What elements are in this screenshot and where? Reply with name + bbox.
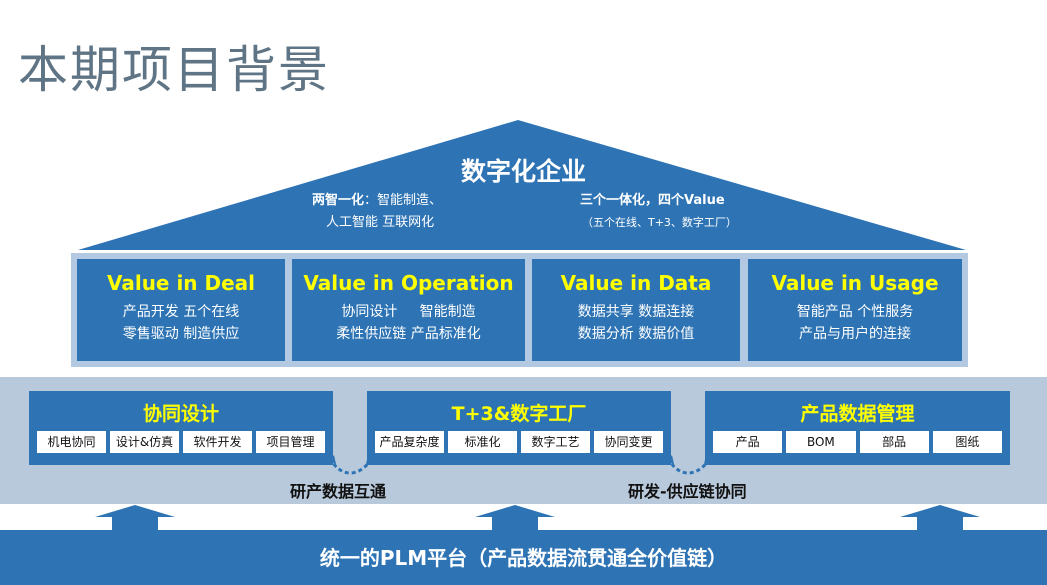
pillar-title: Value in Deal: [106, 271, 256, 295]
up-arrow-right: [900, 505, 980, 530]
group-collaborative-design: 协同设计 机电协同 设计&仿真 软件开发 项目管理: [29, 391, 333, 465]
tag: 设计&仿真: [110, 431, 179, 453]
group-digital-factory: T+3&数字工厂 产品复杂度 标准化 数字工艺 协同变更: [367, 391, 671, 465]
pillar-row2: 产品与用户的连接: [799, 326, 911, 342]
tag: 产品: [713, 431, 783, 453]
plm-platform-bar: 统一的PLM平台（产品数据流贯通全价值链）: [0, 530, 1047, 585]
roof-right-text: 三个一体化，四个Value （五个在线、T+3、数字工厂）: [580, 190, 737, 234]
pillar-row1: 智能产品 个性服务: [796, 304, 914, 320]
roof-right-line1: 三个一体化，四个Value: [580, 193, 725, 208]
connector-curve-left: [328, 457, 374, 475]
group-product-data-management: 产品数据管理 产品 BOM 部品 图纸: [705, 391, 1010, 465]
tag: BOM: [786, 431, 856, 453]
pillar-row: 数据共享 数据连接 数据分析 数据价值: [532, 301, 740, 345]
pillar-row1: 协同设计 智能制造: [341, 304, 476, 320]
roof-shape: [78, 120, 966, 250]
tag: 部品: [859, 431, 929, 453]
tag: 产品复杂度: [375, 431, 444, 453]
group-tags: 产品复杂度 标准化 数字工艺 协同变更: [375, 431, 663, 453]
pillar-row: 产品开发 五个在线 零售驱动 制造供应: [77, 301, 285, 345]
roof-right-line2: （五个在线、T+3、数字工厂）: [582, 216, 737, 229]
tag: 项目管理: [256, 431, 325, 453]
pillar-title: Value in Data: [560, 271, 712, 295]
group-title: 协同设计: [142, 403, 219, 425]
roof-left-line2: 人工智能 互联网化: [326, 215, 435, 230]
pillar-row2: 零售驱动 制造供应: [122, 326, 240, 342]
pillar-row2: 数据分析 数据价值: [577, 326, 695, 342]
up-arrow-center: [475, 505, 555, 530]
roof-title: 数字化企业: [460, 157, 586, 186]
roof-left-rest: ：智能制造、: [364, 193, 443, 208]
roof-left-bold: 两智一化: [312, 193, 365, 208]
roof-triangle: [78, 120, 966, 250]
tag: 标准化: [448, 431, 517, 453]
connector-curve-right: [666, 457, 712, 475]
pillar-title: Value in Usage: [771, 271, 939, 295]
pillar-value-in-operation: Value in Operation 协同设计 智能制造 柔性供应链 产品标准化: [292, 259, 525, 361]
pillar-title: Value in Operation: [303, 271, 514, 295]
pillar-row: 协同设计 智能制造 柔性供应链 产品标准化: [292, 301, 525, 345]
tag: 数字工艺: [521, 431, 590, 453]
pillar-row2: 柔性供应链 产品标准化: [336, 326, 481, 342]
tag: 机电协同: [37, 431, 106, 453]
page-title: 本期项目背景: [18, 41, 330, 99]
pillar-row1: 数据共享 数据连接: [577, 304, 695, 320]
connector-label-left: 研产数据互通: [290, 482, 387, 501]
group-title: T+3&数字工厂: [451, 403, 587, 425]
pillar-row: 智能产品 个性服务 产品与用户的连接: [748, 301, 962, 345]
tag: 协同变更: [594, 431, 663, 453]
pillar-row1: 产品开发 五个在线: [122, 304, 240, 320]
group-tags: 机电协同 设计&仿真 软件开发 项目管理: [37, 431, 325, 453]
plm-platform-label: 统一的PLM平台（产品数据流贯通全价值链）: [319, 546, 728, 570]
up-arrow-left: [95, 505, 175, 530]
group-tags: 产品 BOM 部品 图纸: [713, 431, 1002, 453]
tag: 图纸: [932, 431, 1002, 453]
roof-left-text: 两智一化：智能制造、 人工智能 互联网化: [312, 190, 442, 234]
tag: 软件开发: [183, 431, 252, 453]
pillar-value-in-deal: Value in Deal 产品开发 五个在线 零售驱动 制造供应: [77, 259, 285, 361]
pillar-value-in-data: Value in Data 数据共享 数据连接 数据分析 数据价值: [532, 259, 740, 361]
pillar-value-in-usage: Value in Usage 智能产品 个性服务 产品与用户的连接: [748, 259, 962, 361]
connector-label-right: 研发-供应链协同: [628, 482, 747, 501]
group-title: 产品数据管理: [800, 403, 915, 425]
